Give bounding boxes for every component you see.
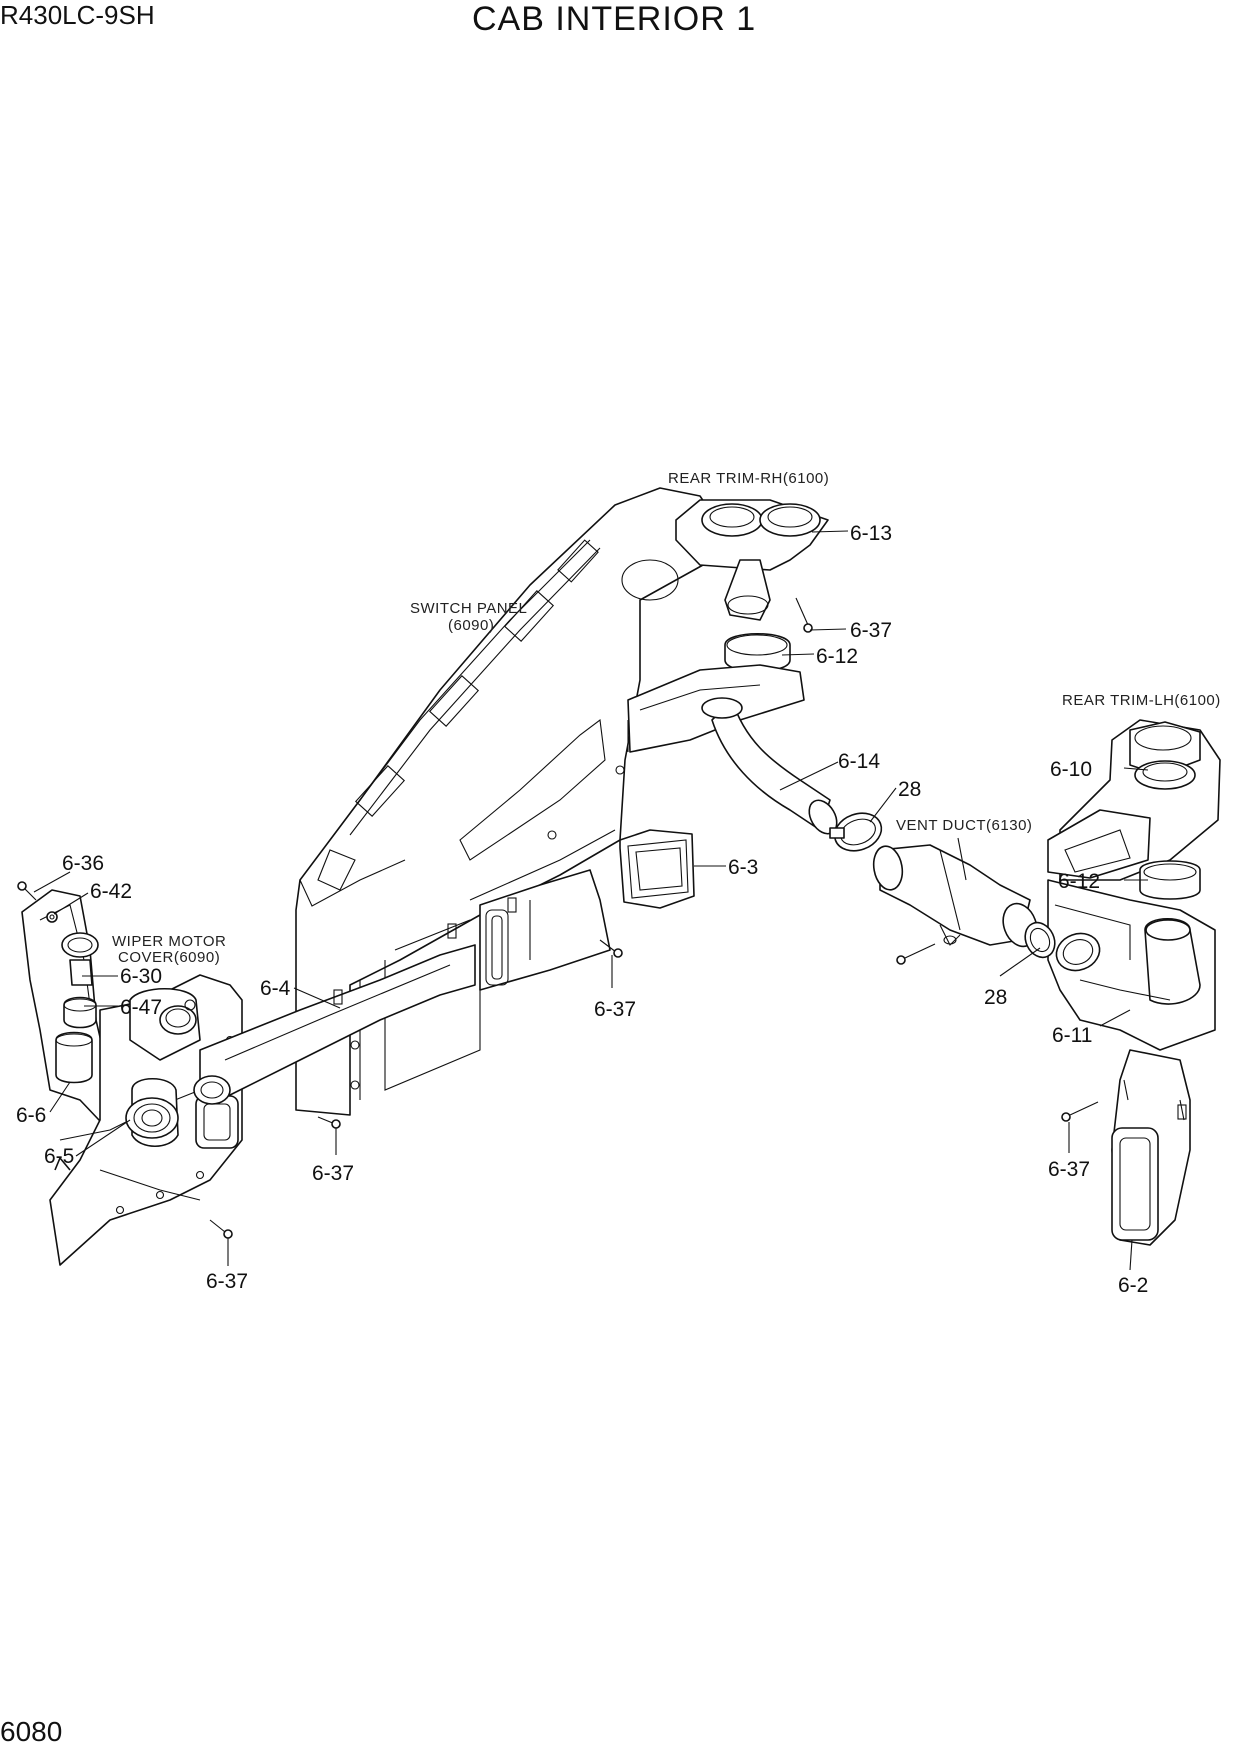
callout-6-10: 6-10 [1050,758,1092,781]
page-number: 6080 [0,1716,63,1747]
callout-6-13: 6-13 [850,522,892,545]
screw-vent [896,943,936,965]
callout-6-6: 6-6 [16,1104,46,1127]
ref-switch-panel-line2: (6090) [448,617,494,634]
rear-trim-lh-duct [1024,719,1221,1051]
callout-6-37-bottom: 6-37 [206,1270,248,1293]
left-duct-assembly [49,974,243,1266]
center-duct [479,869,611,991]
callout-6-36: 6-36 [62,852,104,875]
callout-6-37-right: 6-37 [1048,1158,1090,1181]
callout-6-12-top: 6-12 [816,645,858,668]
callout-6-4: 6-4 [260,977,291,1000]
callout-6-30: 6-30 [120,965,162,988]
wiper-motor-cover [21,889,119,1141]
callout-6-2: 6-2 [1118,1274,1148,1297]
callout-6-5: 6-5 [44,1145,74,1168]
ref-switch-panel-line1: SWITCH PANEL [410,600,527,617]
outlet-duct-6-3 [619,829,695,909]
callout-6-42: 6-42 [90,880,132,903]
ref-wiper-cover-line1: WIPER MOTOR [112,933,226,950]
page-title: CAB INTERIOR 1 [472,0,757,38]
ref-vent-duct: VENT DUCT(6130) [896,817,1032,834]
callout-28-lower: 28 [984,986,1007,1009]
callout-6-37-top: 6-37 [850,619,892,642]
callout-6-37-center: 6-37 [594,998,636,1021]
hose-clamp-28-upper [829,812,883,852]
model-code: R430LC-9SH [0,0,155,30]
screws-left [17,597,813,1239]
flex-hose-6-14 [701,697,838,835]
callout-6-37-left: 6-37 [312,1162,354,1185]
callout-6-47: 6-47 [120,996,162,1019]
callout-28-upper: 28 [898,778,921,801]
screw-floor [1061,1101,1099,1122]
callout-6-12-right: 6-12 [1058,870,1100,893]
vent-duct [872,844,1038,948]
leader-lines [33,530,1149,1271]
ref-wiper-cover-line2: COVER(6090) [118,949,220,966]
connecting-duct-6-4 [193,897,517,1149]
ref-rear-trim-lh: REAR TRIM-LH(6100) [1062,692,1221,709]
ref-rear-trim-rh: REAR TRIM-RH(6100) [668,470,829,487]
callout-6-3: 6-3 [728,856,758,879]
callout-6-11: 6-11 [1052,1024,1092,1047]
floor-outlet-6-2 [1111,1049,1191,1246]
callout-6-14: 6-14 [838,750,880,773]
